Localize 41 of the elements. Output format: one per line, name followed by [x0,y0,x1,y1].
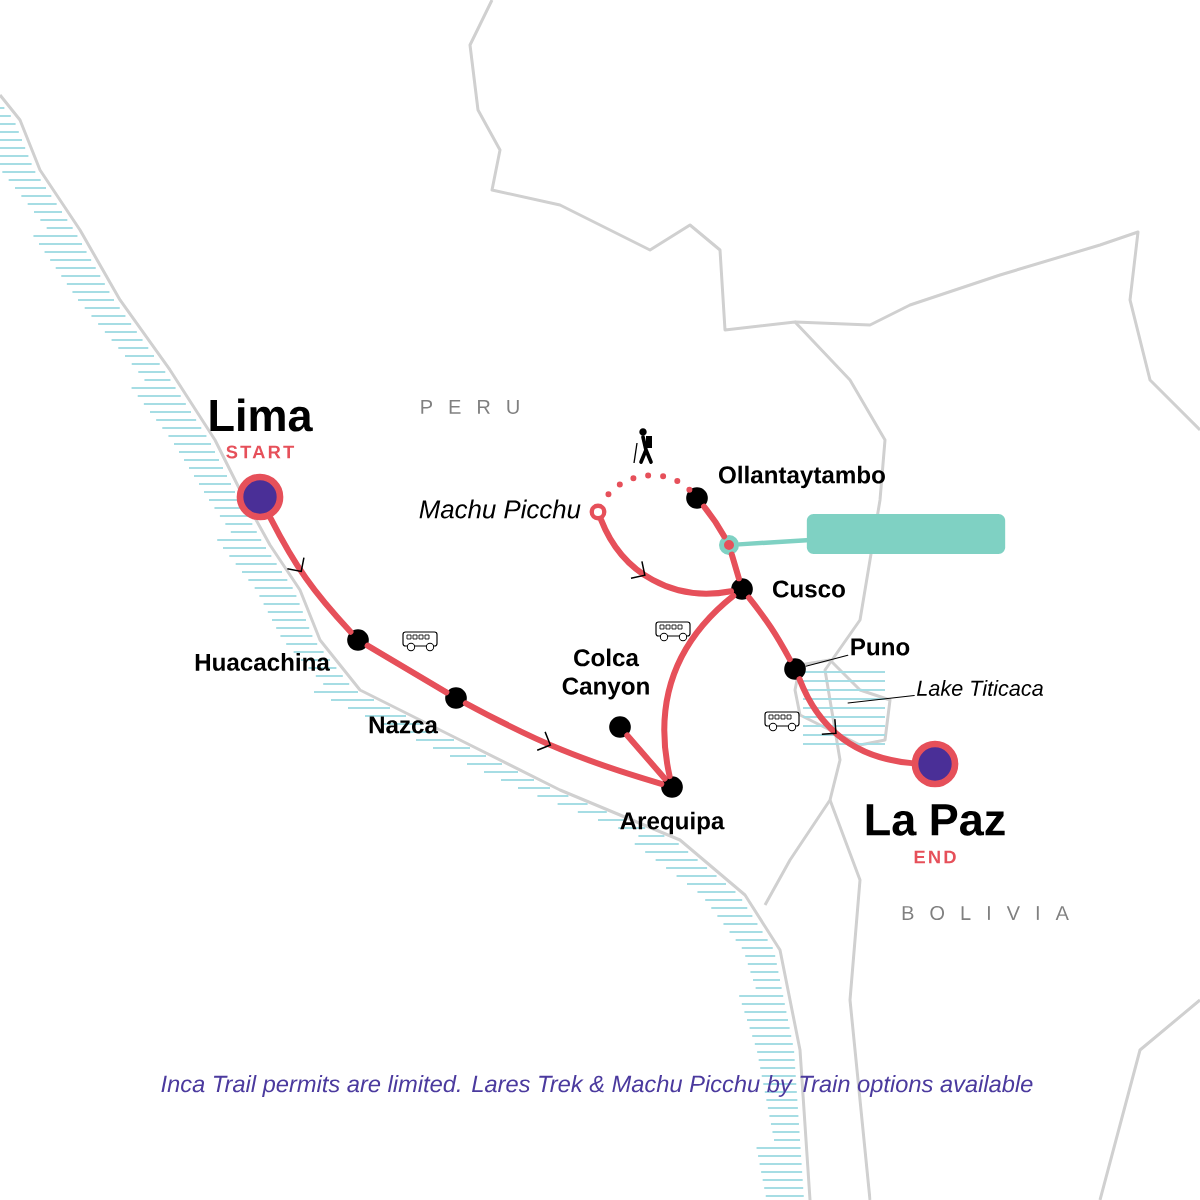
stop-dot [731,578,753,600]
end-marker [911,740,959,788]
place-name: Colca Canyon [562,648,649,700]
route-line [661,592,737,780]
place-label: Lake Titicaca [916,680,1043,696]
stop-dot [445,687,467,709]
end-label: END [914,850,956,864]
place-name: Arequipa [620,811,725,835]
route-line [598,516,735,597]
route-line [796,676,915,767]
stop-dot [686,487,708,509]
route-line [701,503,728,540]
country-name: B O L I V I A [902,905,1069,921]
stop-dot [609,716,631,738]
stop-dot [784,658,806,680]
country-name: P E R U [421,400,519,414]
stop-ring [589,503,607,521]
route-line [624,732,668,782]
route-line [462,700,665,787]
caption: Inca Trail permits are limited. Lares Trek & Machu Picchu by Train options available [161,1074,1033,1098]
start-label: START [226,445,295,459]
place-name: La Paz [866,804,1005,836]
place-name: Huacachina [195,653,330,671]
place-name: Ollantaytambo [719,465,885,489]
connector-line [736,537,809,547]
place-name: Cusco [773,580,845,598]
start-marker [236,473,284,521]
route-line [364,642,450,696]
route-line [745,594,793,663]
place-name: Lima [210,398,313,432]
place-name: Nazca [369,716,439,734]
leader-line [847,694,915,704]
project-dot [719,535,739,555]
leader-line [805,654,849,667]
route-line [728,551,742,582]
project-badge [806,514,1006,554]
stop-dot [347,629,369,651]
route-line [267,514,354,635]
place-name: Machu Picchu [419,499,581,519]
stop-dot [661,776,683,798]
place-label: Puno [851,638,910,656]
